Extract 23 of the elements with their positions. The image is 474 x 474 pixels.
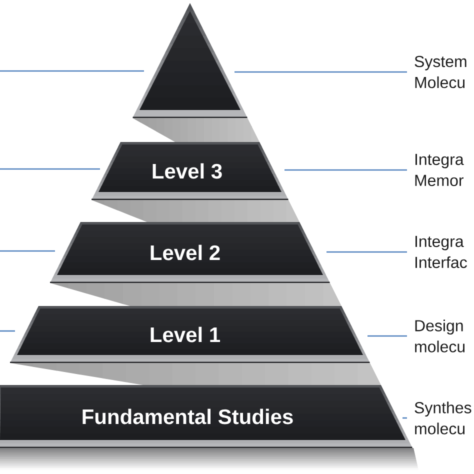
description-text: System Molecu	[414, 56, 466, 88]
description-text: Integra Interfac	[415, 236, 467, 268]
pyramid-tier: Level 3	[92, 142, 288, 200]
leader-line	[0, 330, 15, 332]
description-text: Integra Memor	[415, 154, 464, 186]
leader-line	[0, 250, 55, 252]
pyramid-tier: Level 2	[50, 222, 330, 283]
pyramid-top	[132, 3, 248, 118]
description-text: Synthes molecu	[414, 402, 472, 434]
description-text: Design molecu	[415, 320, 465, 352]
pyramid-tier: Fundamental Studies	[0, 385, 412, 448]
node-label: Fundamental Studies	[82, 408, 293, 424]
leader-line	[326, 251, 407, 253]
leader-line	[0, 168, 100, 170]
leader-line	[0, 70, 144, 72]
node-label: Level 3	[152, 163, 222, 179]
node-label: Level 1	[150, 326, 220, 342]
leader-line	[368, 335, 407, 337]
pyramid-tier: Level 1	[10, 306, 370, 363]
leader-line	[234, 71, 407, 73]
leader-line	[284, 169, 407, 171]
node-label: Level 2	[150, 244, 220, 260]
leader-line	[402, 417, 407, 419]
